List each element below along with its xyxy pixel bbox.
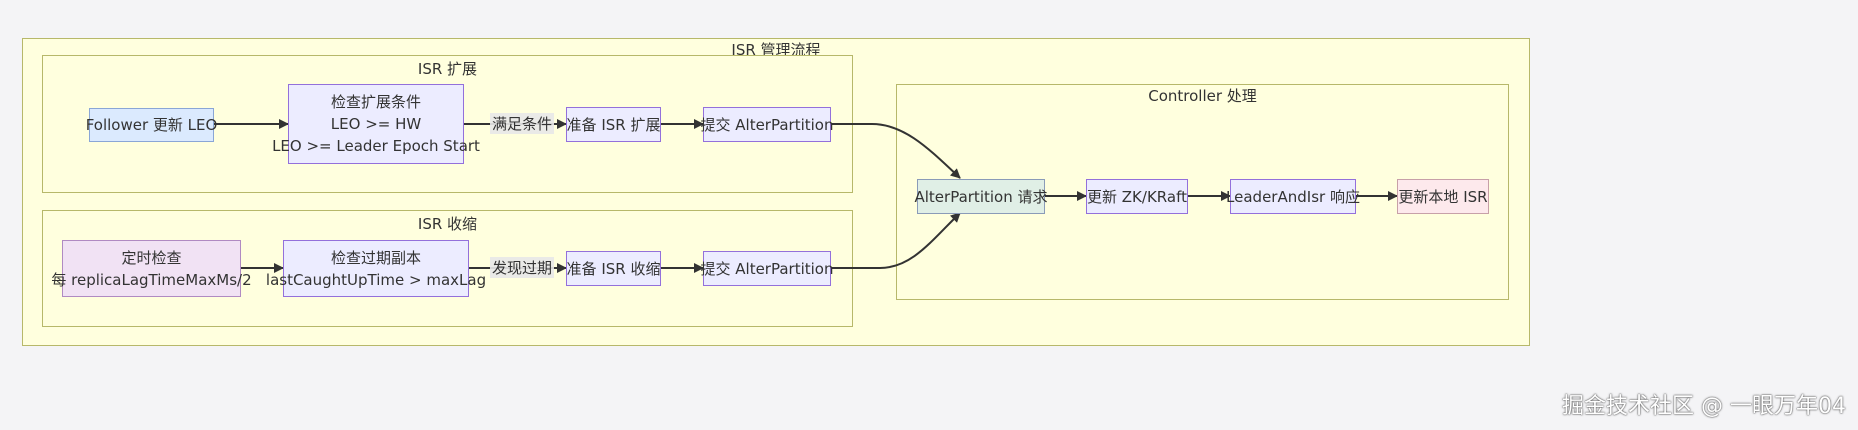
edge-label-expired-found: 发现过期 [490,257,555,278]
node-check-expand-line-1: 检查扩展条件 [330,93,421,111]
edge-label-condition-met: 满足条件 [490,113,555,134]
node-leader-and-isr-response: LeaderAndIsr 响应 [1226,179,1360,214]
node-update-local-isr: 更新本地 ISR [1397,179,1489,214]
node-check-expired-replicas: 检查过期副本 lastCaughtUpTime > maxLag [266,240,486,297]
node-check-expired-line-1: 检查过期副本 [330,248,421,267]
node-check-expired-line-2: lastCaughtUpTime > maxLag [265,270,487,289]
node-timer-check-line-2: 每 replicaLagTimeMaxMs/2 [51,270,252,289]
node-timer-check-line-1: 定时检查 [121,248,182,267]
node-check-expand-conditions: 检查扩展条件 LEO >= HW LEO >= Leader Epoch Sta… [272,84,480,164]
node-check-expand-line-3: LEO >= Leader Epoch Start [272,137,480,155]
node-submit-alter-partition-shrink: 提交 AlterPartition [701,251,834,286]
cluster-isr-management-title: ISR 管理流程 [731,41,821,59]
cluster-isr-shrink-title: ISR 收缩 [417,215,478,233]
edge-submit-expand-to-alter [831,123,961,179]
cluster-controller-title: Controller 处理 [1148,87,1257,105]
node-submit-alter-partition-expand: 提交 AlterPartition [701,107,834,142]
watermark: 掘金技术社区 @ 一眼万年04 [1562,394,1846,419]
cluster-isr-expand-title: ISR 扩展 [417,60,478,78]
node-prepare-isr-expand: 准备 ISR 扩展 [566,107,661,142]
node-check-expand-line-2: LEO >= HW [330,115,422,133]
node-timer-check: 定时检查 每 replicaLagTimeMaxMs/2 [51,240,252,297]
node-alter-partition-request: AlterPartition 请求 [915,179,1048,214]
node-update-zk-kraft: 更新 ZK/KRaft [1086,179,1188,214]
node-prepare-isr-shrink: 准备 ISR 收缩 [566,251,661,286]
node-follower-update-leo: Follower 更新 LEO [86,108,217,142]
edge-submit-shrink-to-alter [831,212,961,269]
